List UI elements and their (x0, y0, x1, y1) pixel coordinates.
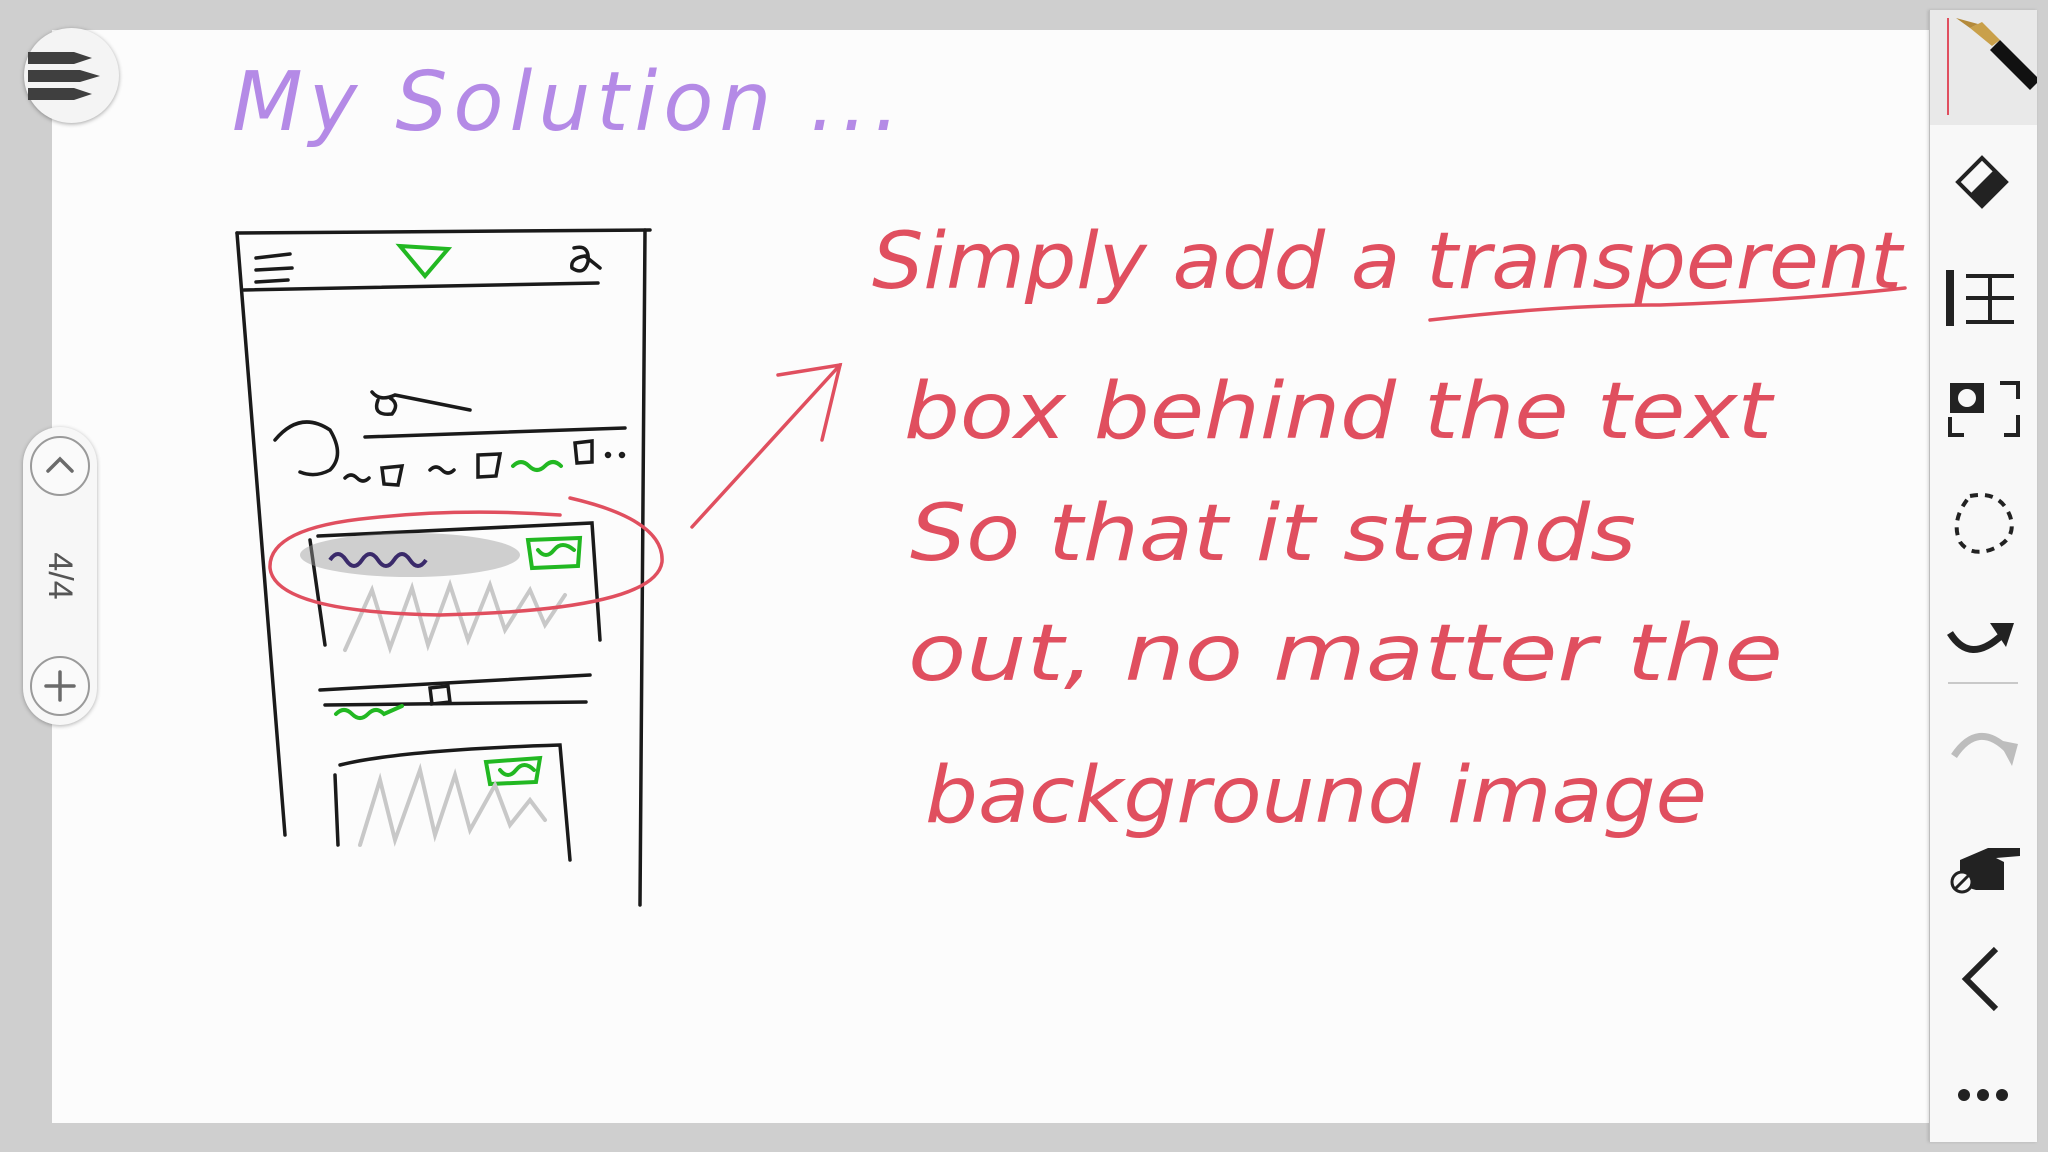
redo-button[interactable] (1930, 710, 2037, 800)
pens-icon (28, 52, 100, 100)
chevron-up-icon (46, 456, 74, 473)
hand-icon (1950, 848, 2020, 894)
undo-button[interactable] (1930, 595, 2037, 685)
lasso-tool-button[interactable] (1930, 480, 2037, 570)
handwritten-note: Simply add a transperent box behind the … (872, 217, 1905, 841)
text-icon (1946, 270, 2014, 326)
wireframe-smudge (300, 533, 520, 577)
back-button[interactable] (1930, 935, 2037, 1025)
wireframe-scribbles (343, 578, 567, 847)
note-line: Simply add a transperent (872, 217, 1905, 307)
eraser-icon (1955, 155, 2009, 209)
page-navigator: 4/4 (23, 427, 97, 725)
pen-icon (1947, 18, 2037, 115)
note-line: out, no matter the (908, 609, 1783, 699)
note-line: background image (925, 751, 1707, 841)
pen-tool-button[interactable] (1930, 10, 2037, 125)
highlight-annotation (268, 286, 1907, 617)
note-line: So that it stands (910, 489, 1636, 579)
redo-icon (1951, 732, 2018, 766)
hand-tool-button[interactable] (1930, 820, 2037, 910)
more-options-button[interactable] (1930, 1050, 2037, 1140)
right-toolbar (1929, 10, 2037, 1142)
text-tool-button[interactable] (1930, 252, 2037, 342)
previous-page-button[interactable] (30, 436, 90, 496)
add-page-button[interactable] (30, 656, 90, 716)
note-line: box behind the text (904, 367, 1775, 457)
plus-icon (44, 670, 76, 702)
canvas-title: My Solution ... (232, 55, 906, 150)
screenshot-icon (1948, 381, 2020, 437)
eraser-tool-button[interactable] (1930, 140, 2037, 230)
lasso-icon (1954, 493, 2014, 554)
wireframe-accents (334, 243, 583, 787)
drawing-canvas[interactable] (52, 30, 1929, 1123)
back-icon (1961, 946, 1999, 1012)
screenshot-tool-button[interactable] (1930, 365, 2037, 455)
pen-presets-button[interactable] (24, 28, 119, 123)
undo-icon (1947, 623, 2014, 653)
more-icon (1958, 1089, 2008, 1101)
page-indicator: 4/4 (41, 552, 79, 600)
toolbar-divider (1948, 682, 2018, 684)
